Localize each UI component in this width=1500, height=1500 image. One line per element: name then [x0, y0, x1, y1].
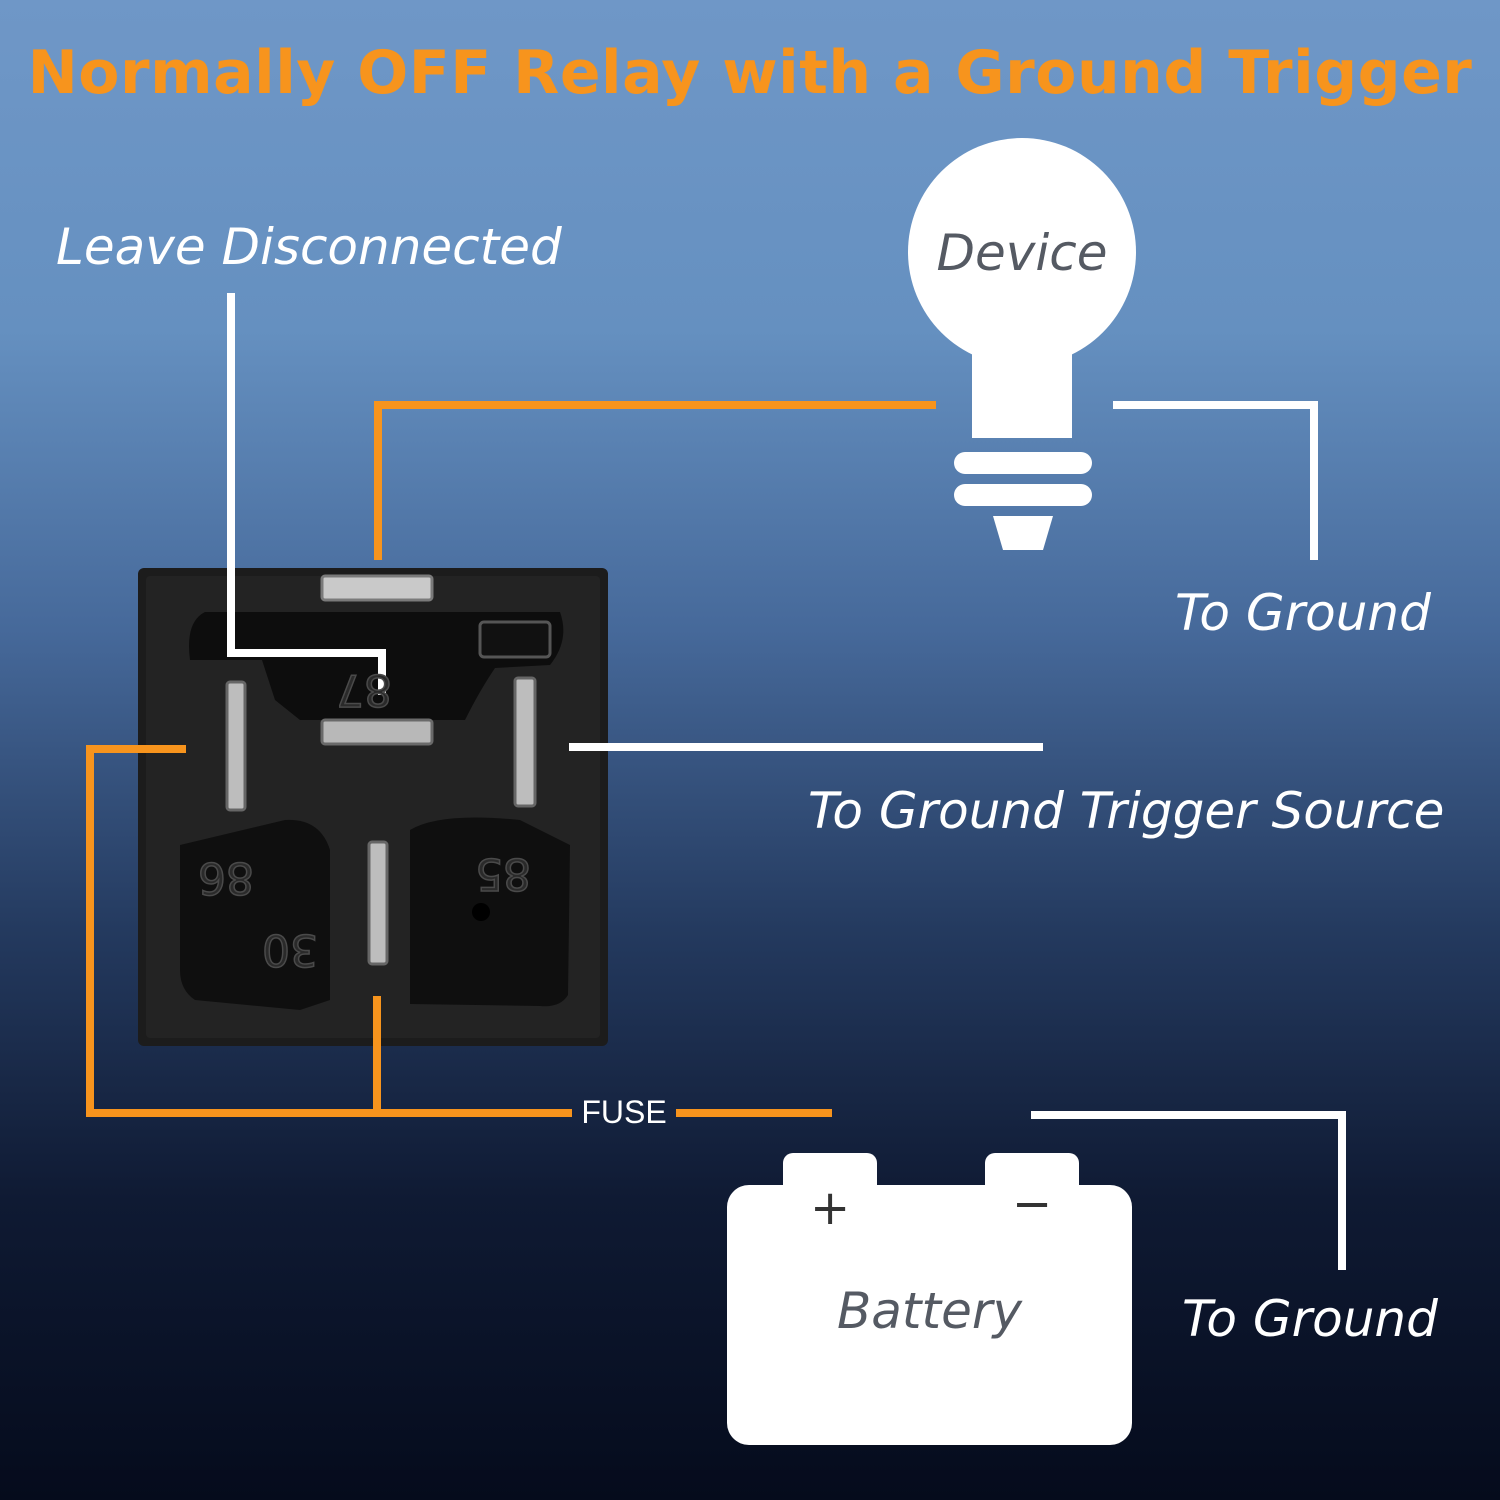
diagram-title: Normally OFF Relay with a Ground Trigger	[27, 38, 1473, 108]
relay-cavity-right	[410, 817, 570, 1007]
bulb-thread-2	[954, 484, 1092, 506]
battery-body	[727, 1185, 1132, 1445]
bulb-thread-1	[954, 452, 1092, 474]
wire-leave-disconnected	[227, 293, 386, 695]
wire-pin86-to-fuse	[86, 745, 572, 1117]
wire-battery-to-ground	[1031, 1111, 1346, 1270]
relay-cavity-left	[180, 819, 330, 1010]
pin-label-30: 30	[261, 923, 319, 976]
pin-86	[225, 680, 247, 812]
pin-label-86: 86	[197, 851, 255, 904]
device-bulb	[908, 138, 1136, 550]
relay-slot	[478, 620, 552, 659]
bulb-tip	[993, 516, 1053, 550]
pin-label-85: 85	[474, 847, 532, 900]
pin-85	[513, 676, 537, 808]
battery-ground-label: To Ground	[1182, 1290, 1438, 1348]
wire-pin87-to-device	[374, 401, 936, 560]
battery-label: Battery	[836, 1282, 1023, 1340]
pin-30	[367, 840, 389, 966]
trigger-source-label: To Ground Trigger Source	[808, 782, 1445, 840]
leave-disconnected-label: Leave Disconnected	[56, 218, 562, 276]
device-label: Device	[936, 224, 1108, 282]
battery-minus-symbol: −	[1012, 1176, 1053, 1232]
battery-plus-symbol: +	[810, 1180, 851, 1236]
relay-cavity-top	[189, 612, 564, 720]
pin-87a	[320, 718, 434, 746]
relay-dot	[472, 903, 490, 921]
wire-device-to-ground	[1113, 401, 1318, 560]
relay	[138, 568, 608, 1046]
pin-label-87: 87	[335, 663, 393, 716]
pin-87-top	[320, 574, 434, 602]
device-ground-label: To Ground	[1175, 584, 1431, 642]
power-wires	[86, 401, 936, 1117]
ground-wires	[227, 293, 1346, 1270]
battery	[727, 1153, 1132, 1445]
fuse-label: FUSE	[581, 1094, 667, 1130]
